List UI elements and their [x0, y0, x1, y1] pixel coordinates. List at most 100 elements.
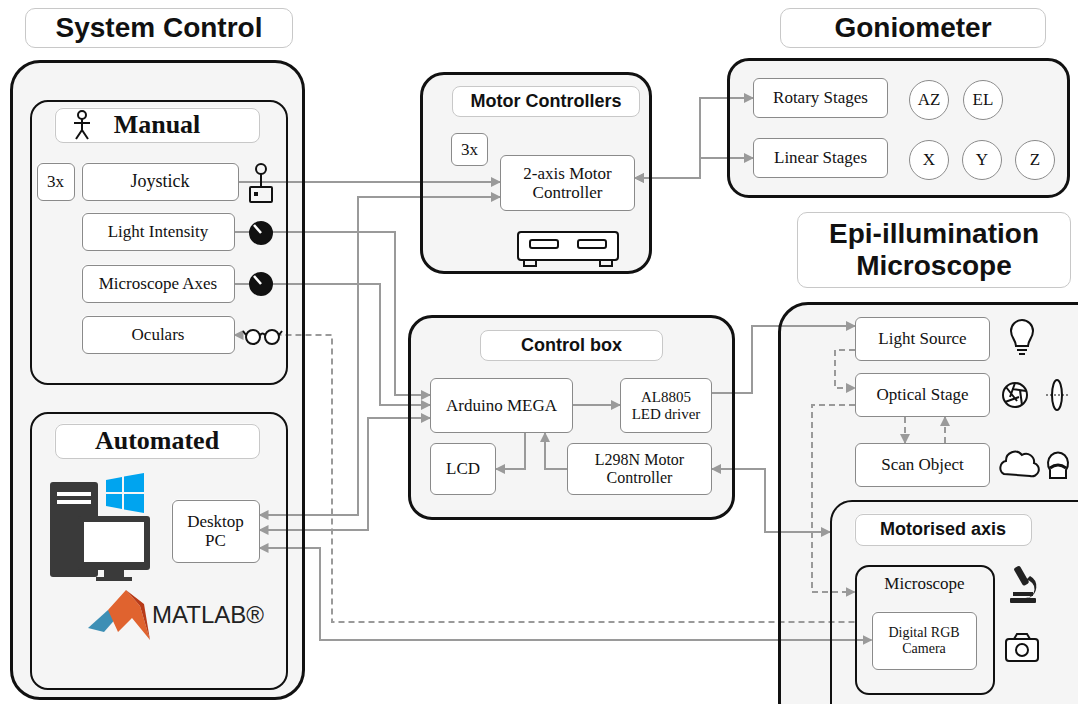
shape-fill	[10, 60, 305, 700]
aperture-icon	[1003, 383, 1027, 407]
component-label: 2-axis Motor Controller	[505, 164, 630, 202]
windows-logo	[106, 494, 122, 509]
group-panel: Rotary StagesAZELLinear StagesXYZGoniome…	[727, 58, 1070, 198]
aperture-icon	[1005, 383, 1026, 405]
shape-fill	[172, 500, 260, 563]
joystick-icon	[260, 174, 262, 187]
component-label: Desktop PC	[177, 512, 255, 550]
component-box: Rotary Stages	[753, 78, 888, 118]
component-label: 3x	[461, 140, 478, 159]
head-icon	[1048, 452, 1068, 478]
windows-logo	[124, 494, 144, 513]
component-label: Linear Stages	[774, 148, 867, 167]
pc-icon	[84, 522, 144, 562]
matlab-logo	[88, 590, 150, 640]
glasses-icon	[246, 330, 260, 344]
lens-icon	[1052, 380, 1062, 410]
icons	[50, 111, 1068, 661]
shape-fill	[500, 155, 635, 211]
signal-connector	[635, 158, 753, 178]
knob-icon	[250, 273, 272, 295]
signal-connector	[545, 433, 567, 469]
group-panel: Arduino MEGAAL8805 LED driverLCDL298N Mo…	[408, 315, 735, 520]
component-box: Light Source	[855, 317, 990, 361]
component-label: Scan Object	[881, 455, 964, 474]
group-panel: 3xJoystickLight IntensityMicroscope Axes…	[30, 100, 288, 385]
microscope-icon	[1010, 565, 1036, 603]
component-label: Oculars	[132, 325, 185, 344]
signal-connector	[573, 404, 620, 406]
shape-fill	[430, 378, 573, 433]
axis-circle: Z	[1015, 140, 1055, 180]
windows-logo	[106, 477, 122, 492]
panel-heading: Motorised axis	[855, 514, 1032, 546]
shape-fill	[753, 138, 888, 178]
shape-fill	[753, 78, 888, 118]
component-label: Joystick	[130, 171, 189, 191]
camera-icon	[1006, 634, 1038, 661]
shape-fill	[82, 265, 235, 303]
component-box: Digital RGB Camera	[872, 612, 977, 670]
shape-fill	[620, 378, 712, 433]
component-label: LCD	[446, 459, 480, 478]
component-label: Rotary Stages	[773, 88, 868, 107]
bulb-icon	[1011, 320, 1033, 346]
cloud-icon	[1000, 452, 1038, 477]
shape-fill	[855, 514, 1032, 546]
group-panel: Digital RGB Camera Microscope Motorised ax…	[830, 500, 1078, 704]
glasses-icon	[265, 330, 279, 344]
joystick-icon	[250, 164, 272, 202]
component-box: Optical Stage	[855, 373, 990, 417]
shape-fill	[909, 140, 949, 180]
shape-fill	[855, 565, 995, 695]
component-label: Arduino MEGA	[446, 396, 557, 415]
microscope-icon	[1025, 576, 1036, 598]
software-logo-text: MATLAB®	[152, 601, 264, 629]
component-box: Oculars	[82, 316, 235, 354]
knob-icon	[250, 222, 272, 244]
component-label: Microscope Axes	[99, 274, 218, 293]
optical-path-arrow	[944, 417, 946, 443]
shape-fill	[855, 443, 990, 487]
shape-fill	[780, 8, 1046, 48]
component-box: Linear Stages	[753, 138, 888, 178]
matlab-logo	[126, 590, 150, 640]
shape-fill	[962, 140, 1002, 180]
panel-heading: Epi-illumination Microscope	[797, 212, 1071, 288]
shape-fill	[30, 100, 288, 385]
group-panel: Desktop PCAutomated	[30, 412, 288, 690]
shape-fill	[420, 72, 652, 274]
shape-fill	[909, 80, 949, 120]
optical-path-arrow	[812, 405, 855, 592]
group-panel: 3x 2-axis Motor Controller Motor Controlle…	[420, 72, 652, 274]
pc-icon	[78, 516, 150, 570]
pc-icon	[57, 500, 91, 504]
shape-fill	[480, 330, 663, 361]
windows-logo	[124, 473, 144, 492]
person-icon	[74, 111, 90, 139]
component-label: AZ	[918, 90, 941, 109]
camera-icon	[1016, 644, 1028, 656]
shape-fill	[727, 58, 1070, 198]
component-box: 3x	[37, 163, 75, 201]
component-box: Desktop PC	[172, 500, 260, 563]
lens-icon	[1046, 395, 1068, 396]
panel-heading: Microscope	[858, 568, 992, 600]
joystick-icon	[256, 164, 266, 174]
bulb-icon	[1011, 320, 1033, 354]
panel-heading: Motor Controllers	[452, 86, 640, 117]
component-box: Arduino MEGA	[430, 378, 573, 433]
shape-fill	[37, 163, 75, 201]
microscope-icon	[1010, 598, 1036, 603]
shape-fill	[855, 317, 990, 361]
component-box: 2-axis Motor Controller	[500, 155, 635, 211]
shape-fills	[10, 8, 1078, 704]
component-label: Light Source	[878, 329, 966, 348]
shape-fill	[963, 80, 1003, 120]
shape-fill	[1015, 140, 1055, 180]
camera-icon	[1006, 639, 1038, 661]
head-icon	[1048, 452, 1068, 478]
panel-heading: Goniometer	[780, 8, 1046, 48]
cloud-icon	[1000, 452, 1038, 477]
shape-fill	[855, 373, 990, 417]
